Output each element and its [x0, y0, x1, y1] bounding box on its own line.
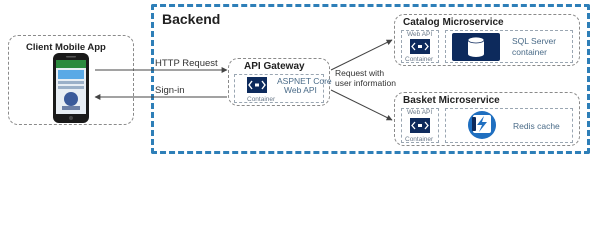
gateway-tech-line1: ASPNET Core [277, 76, 332, 86]
gateway-container-label: Container [247, 96, 276, 103]
client-title: Client Mobile App [26, 42, 106, 53]
sql-server-icon [452, 33, 500, 61]
sql-server-frame [445, 30, 573, 63]
basket-title: Basket Microservice [403, 95, 500, 106]
basket-container-label: Container [405, 136, 434, 143]
basket-webapi-icon [410, 118, 430, 133]
mobile-phone-icon [53, 53, 89, 123]
catalog-container-frame [401, 30, 439, 63]
http-request-label: HTTP Request [155, 58, 218, 69]
sql-server-line2: container [512, 47, 547, 57]
sql-server-line1: SQL Server [512, 36, 557, 46]
basket-container-frame [401, 108, 439, 143]
api-gateway-box [228, 58, 330, 106]
redis-cache-label: Redis cache [513, 121, 560, 131]
redis-frame [445, 108, 573, 143]
basket-microservice-box [394, 92, 580, 146]
request-user-info-line2: user information [335, 78, 396, 88]
backend-boundary [151, 4, 590, 154]
gateway-container-frame [234, 74, 324, 103]
catalog-webapi-icon [410, 39, 430, 54]
backend-title: Backend [162, 11, 221, 27]
catalog-container-label: Container [405, 56, 434, 63]
diagram-graphics [53, 33, 500, 139]
catalog-title: Catalog Microservice [403, 17, 504, 28]
basket-webapi-label: Web API [407, 109, 433, 116]
catalog-microservice-box [394, 14, 580, 66]
sign-in-label: Sign-in [155, 85, 185, 96]
catalog-webapi-label: Web API [407, 31, 433, 38]
request-user-info-line1: Request with [335, 68, 385, 78]
gateway-tech-line2: Web API [284, 85, 317, 95]
gateway-title: API Gateway [244, 61, 305, 72]
basket-arrow [330, 89, 393, 121]
catalog-arrow [330, 39, 393, 71]
redis-cache-icon [468, 111, 496, 139]
gateway-webapi-icon [247, 77, 267, 93]
client-mobile-app-box [8, 35, 134, 125]
